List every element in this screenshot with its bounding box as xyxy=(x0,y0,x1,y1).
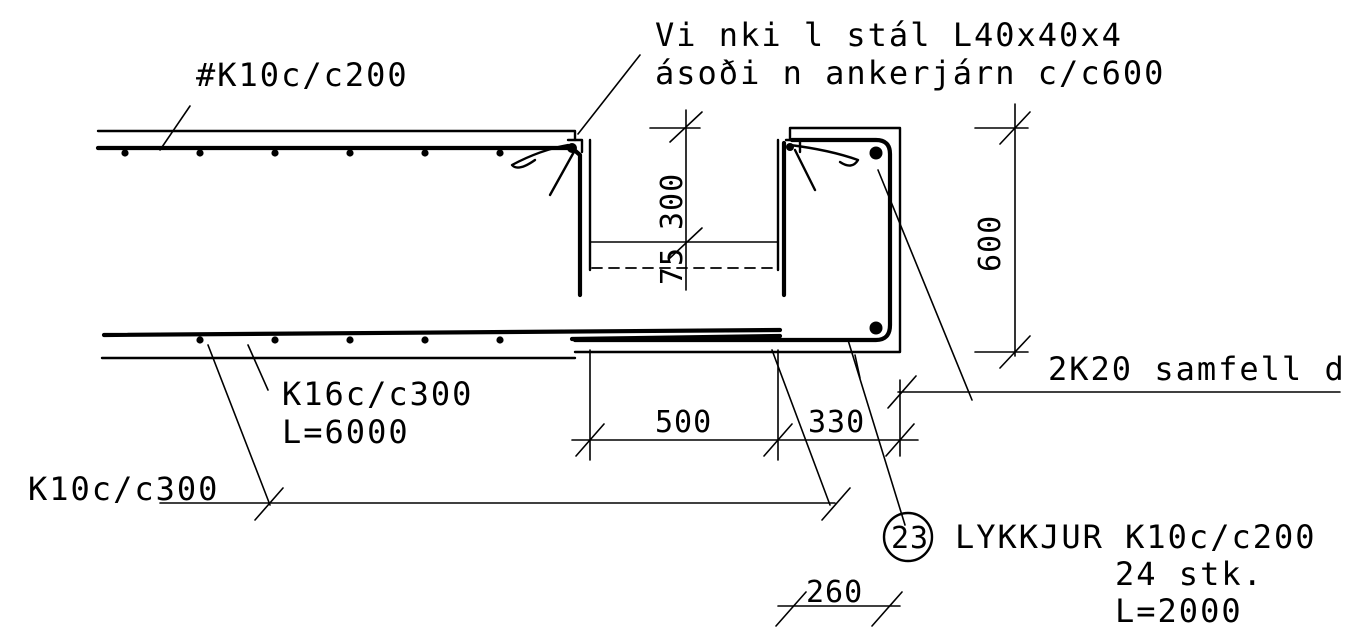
top-bar-dot xyxy=(421,149,429,157)
leader-top-mesh xyxy=(159,105,191,151)
label-bottom-bar-line2: L=6000 xyxy=(282,413,410,451)
top-bar-dot xyxy=(196,149,204,157)
reinforcement xyxy=(95,137,893,344)
top-bar-dot xyxy=(271,149,279,157)
dim-text-600: 600 xyxy=(973,215,1008,272)
dim-text-330: 330 xyxy=(808,405,865,440)
continuous-bar-dot-top xyxy=(869,146,883,160)
leader-2k20-tick xyxy=(887,375,917,409)
top-bar-dot xyxy=(121,149,129,157)
label-continuous-bars: 2K20 samfell d xyxy=(1048,350,1346,388)
label-top-mesh: #K10c/c200 xyxy=(196,56,409,94)
continuous-bar-dot-bottom xyxy=(869,321,883,335)
corner-bar-dot xyxy=(567,143,577,153)
loop-reference-marker: 23 xyxy=(882,511,934,563)
concrete-outline xyxy=(96,126,902,360)
label-loop-line1: LYKKJUR K10c/c200 xyxy=(955,518,1317,556)
dim-ticks-260 xyxy=(775,591,903,627)
leader-loop-tick xyxy=(854,354,861,379)
bottom-bar-dot xyxy=(196,336,204,344)
dim-ticks-300 xyxy=(669,111,703,259)
bottom-reinforcement-bar xyxy=(101,327,783,338)
label-loop-line3: L=2000 xyxy=(1115,592,1243,630)
label-bottom-bar-line1: K16c/c300 xyxy=(282,375,473,413)
top-slab-face xyxy=(96,129,577,142)
dim-ext-600 xyxy=(974,127,1029,353)
corner-bar-dot xyxy=(786,143,794,151)
loop-number-circle xyxy=(882,511,934,563)
leader-vinkilstal xyxy=(577,54,641,135)
bottom-bar-dot xyxy=(421,336,429,344)
anchor-leg-right xyxy=(793,148,817,192)
dim-ticks-600 xyxy=(999,111,1031,369)
bottom-bar-dot xyxy=(346,336,354,344)
label-vinkilstal-line1: Vi nki l stál L40x40x4 xyxy=(655,16,1123,54)
angle-steel-left xyxy=(566,138,584,154)
leader-loop-23 xyxy=(847,339,906,526)
loop-stirrup-23 xyxy=(572,137,893,343)
edge-beam-outline xyxy=(573,126,902,354)
label-vinkilstal-line2: ásoði n ankerjárn c/c600 xyxy=(655,54,1165,92)
anchor-hook-left xyxy=(510,143,570,169)
anchor-leg-left xyxy=(548,148,577,197)
top-reinforcement-bar xyxy=(95,145,583,298)
bottom-bar-dot xyxy=(496,336,504,344)
angle-steel-right xyxy=(784,138,802,154)
bottom-lap-bar xyxy=(569,333,783,342)
dim-text-75: 75 xyxy=(655,247,690,285)
top-bar-dot xyxy=(496,149,504,157)
dim-ext-500 xyxy=(589,349,779,461)
anchor-hook-right xyxy=(788,143,860,167)
bottom-bar-dot xyxy=(271,336,279,344)
loop-number: 23 xyxy=(891,521,929,556)
dim-text-260: 260 xyxy=(806,575,863,610)
leader-lines xyxy=(159,54,973,526)
dim-text-300: 300 xyxy=(655,173,690,230)
leader-k10-300-left xyxy=(207,344,271,506)
leader-k16 xyxy=(247,344,269,391)
leader-k10-300-right xyxy=(771,349,831,506)
label-bottom-mesh: K10c/c300 xyxy=(28,470,219,508)
top-bar-dot xyxy=(346,149,354,157)
label-loop-line2: 24 stk. xyxy=(1115,555,1264,593)
leader-2k20 xyxy=(877,169,973,401)
dim-text-500: 500 xyxy=(655,405,712,440)
leader-k10-300-ticks xyxy=(254,487,851,521)
